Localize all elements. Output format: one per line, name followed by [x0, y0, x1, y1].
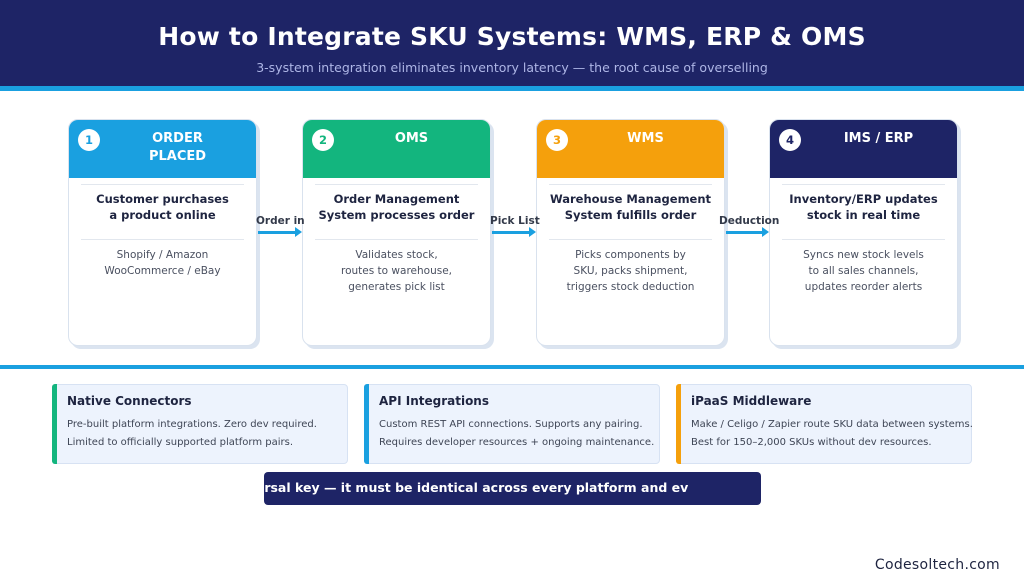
method-stripe [52, 384, 57, 464]
method-stripe [676, 384, 681, 464]
method-title: API Integrations [379, 394, 489, 408]
flow-arrow [258, 227, 302, 237]
divider [315, 184, 478, 185]
step-title: WMS [627, 131, 664, 146]
step-title: OMS [394, 131, 429, 146]
method-stripe [364, 384, 369, 464]
banner-text: e is the universal key — it must be iden… [264, 480, 689, 495]
method-description: Custom REST API connections. Supports an… [379, 419, 655, 448]
method-api-integrations: API Integrations Custom REST API connect… [364, 384, 660, 464]
step-header: 3 WMS [537, 120, 724, 178]
method-title: Native Connectors [67, 394, 192, 408]
arrow-label-order-in: Order in [256, 215, 305, 227]
page-subtitle: 3-system integration eliminates inventor… [256, 60, 768, 75]
arrow-label-pick-list: Pick List [490, 215, 540, 227]
step-number: 2 [312, 129, 334, 151]
method-description: Make / Celigo / Zapier route SKU data be… [691, 419, 973, 448]
step-number: 3 [546, 129, 568, 151]
page-title: How to Integrate SKU Systems: WMS, ERP &… [158, 22, 866, 51]
step-number: 4 [779, 129, 801, 151]
method-title: iPaaS Middleware [691, 394, 812, 408]
divider [81, 184, 244, 185]
method-native-connectors: Native Connectors Pre-built platform int… [52, 384, 348, 464]
method-description: Pre-built platform integrations. Zero de… [67, 419, 317, 448]
header: How to Integrate SKU Systems: WMS, ERP &… [0, 0, 1024, 86]
flow-arrow [726, 227, 769, 237]
header-accent-bar [0, 86, 1024, 91]
divider [315, 239, 478, 240]
step-header: 2 OMS [303, 120, 490, 178]
step-title: IMS / ERP [843, 131, 914, 146]
section-divider [0, 365, 1024, 369]
arrow-label-deduction: Deduction [719, 215, 780, 227]
footer-brand: Codesoltech.com [874, 557, 1000, 573]
step-header: 4 IMS / ERP [770, 120, 957, 178]
divider [782, 239, 945, 240]
divider [549, 184, 712, 185]
method-ipaas-middleware: iPaaS Middleware Make / Celigo / Zapier … [676, 384, 973, 464]
flow-arrow [492, 227, 536, 237]
step-number: 1 [78, 129, 100, 151]
divider [81, 239, 244, 240]
divider [782, 184, 945, 185]
step-details: Validates stock,routes to warehouse,gene… [341, 249, 452, 293]
key-banner: e is the universal key — it must be iden… [264, 472, 761, 505]
divider [549, 239, 712, 240]
